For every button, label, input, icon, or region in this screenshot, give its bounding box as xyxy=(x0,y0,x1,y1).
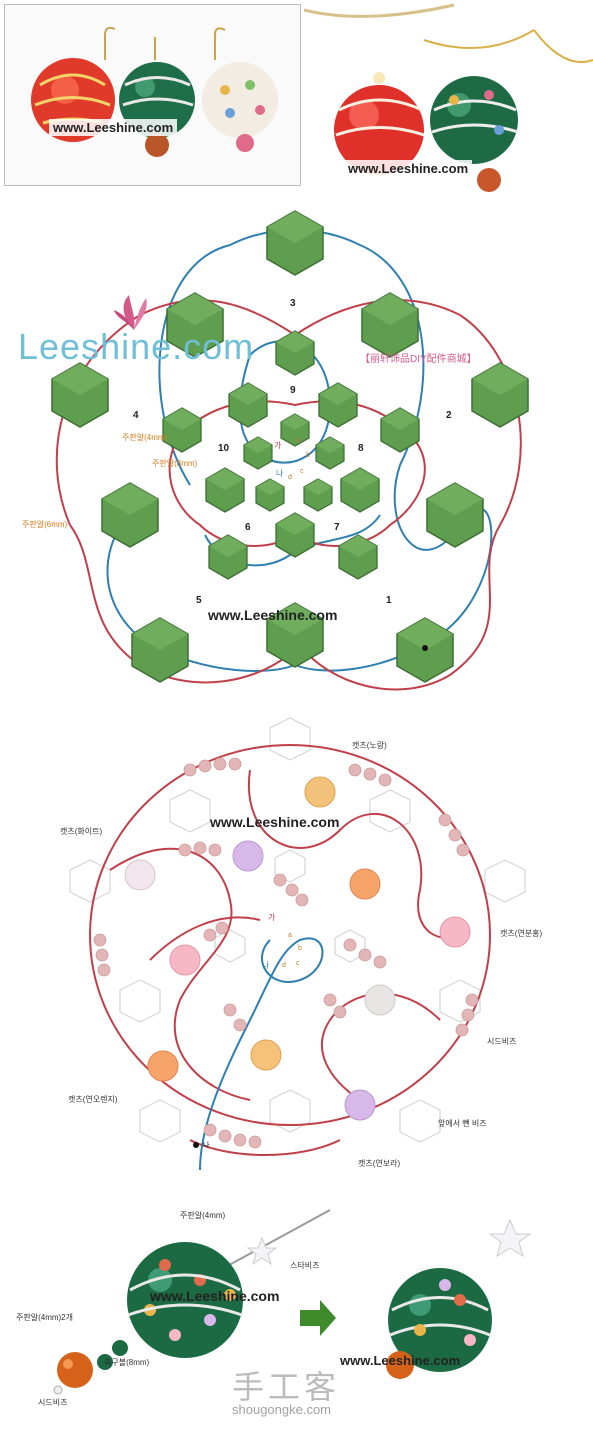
label-3mm-bicone: 주판알(3mm) xyxy=(152,459,198,468)
center-letter-d: d xyxy=(288,474,292,481)
catseye-orange xyxy=(349,868,381,900)
watermark-bottom-right: www.Leeshine.com xyxy=(340,1353,461,1368)
watermark-photo-left: www.Leeshine.com xyxy=(49,119,178,136)
center-letter-c-2: c xyxy=(296,960,300,967)
label-catseye-orange: 캣츠(연오렌지) xyxy=(68,1095,118,1104)
section-number-6: 6 xyxy=(245,522,251,533)
bead-outer xyxy=(131,617,189,683)
section-number-3: 3 xyxy=(290,298,296,309)
site-brand-cn: 手工客 xyxy=(232,1368,341,1406)
catseye-pink xyxy=(439,916,471,948)
watermark-diagram1: www.Leeshine.com xyxy=(208,607,338,623)
label-catseye-pink: 캣츠(연분홍) xyxy=(500,929,543,938)
bead-outer xyxy=(426,482,484,548)
earrings-photo-right xyxy=(304,3,593,192)
section-number-7: 7 xyxy=(334,522,340,533)
label-catseye-white: 캣츠(화이트) xyxy=(60,827,103,836)
start-ga-2: 가 xyxy=(268,913,276,922)
site-domain: shougongke.com xyxy=(232,1402,332,1417)
assembly-photos xyxy=(53,1209,532,1395)
brand-logo: Leeshine.com xyxy=(18,290,278,370)
bead-outer-top xyxy=(266,210,324,276)
section-number-2: 2 xyxy=(446,410,452,421)
label-star-bead: 스타비즈 xyxy=(290,1261,320,1270)
round-bead-pattern-diagram xyxy=(69,717,526,1171)
catseye-yellow xyxy=(250,1039,282,1071)
label-seed-bead: 시드비즈 xyxy=(487,1037,517,1046)
catseye-yellow xyxy=(304,776,336,808)
start-mark-2: 나 xyxy=(203,1142,210,1149)
section-number-9: 9 xyxy=(290,385,296,396)
section-number-5: 5 xyxy=(196,595,202,606)
seed-beads xyxy=(93,757,479,1149)
watermark-diagram2: www.Leeshine.com xyxy=(210,814,340,830)
label-8mm-ball: 축구볼(8mm) xyxy=(104,1358,150,1367)
center-letter-b: b xyxy=(306,452,310,459)
catseye-purple xyxy=(344,1089,376,1121)
catseye-white xyxy=(124,859,156,891)
photo-left-frame: www.Leeshine.com xyxy=(4,4,301,186)
catseye-orange xyxy=(147,1050,179,1082)
bead-outer xyxy=(101,482,159,548)
earrings-photo-left xyxy=(31,26,278,157)
section-number-1: 1 xyxy=(386,595,392,606)
label-6mm-bicone: 주판알(6mm) xyxy=(22,520,68,529)
blue-thread-2 xyxy=(199,937,324,1171)
label-seed-bead-bottom: 시드비즈 xyxy=(38,1398,68,1407)
watermark-bottom-left: www.Leeshine.com xyxy=(150,1288,280,1304)
center-letter-b-2: b xyxy=(298,945,302,952)
photo-right-frame: www.Leeshine.com xyxy=(304,0,593,200)
label-4mm-top: 주판알(4mm) xyxy=(180,1211,226,1220)
logo-text: Leeshine.com xyxy=(18,326,255,367)
section-number-8: 8 xyxy=(358,443,364,454)
start-na: 나 xyxy=(276,469,284,478)
section-number-4: 4 xyxy=(133,410,139,421)
label-catseye-purple: 캣츠(연보라) xyxy=(358,1159,401,1168)
watermark-photo-right: www.Leeshine.com xyxy=(344,160,473,177)
label-catseye-yellow: 캣츠(노랑) xyxy=(352,741,387,750)
center-letter-a-2: a xyxy=(288,932,292,939)
flower-icon xyxy=(114,295,147,330)
section-number-10: 10 xyxy=(218,443,230,454)
start-ga: 가 xyxy=(274,441,282,450)
center-letter-c: c xyxy=(300,468,304,475)
store-name: 【丽轩饰品DIY配件商城】 xyxy=(360,354,477,365)
red-thread xyxy=(55,299,522,691)
catseye-white xyxy=(364,984,396,1016)
center-letter-d-2: d xyxy=(282,962,286,969)
label-through-bead: 앞에서 뺀 비즈 xyxy=(438,1119,487,1128)
bead-outer xyxy=(51,362,109,428)
label-4mm-two: 주판알(4mm)2개 xyxy=(16,1313,73,1322)
label-4mm-bicone: 주판알(4mm) xyxy=(122,433,168,442)
center-letter-a: a xyxy=(296,437,300,444)
catseye-pink xyxy=(169,944,201,976)
catseye-purple xyxy=(232,840,264,872)
red-thread-2 xyxy=(89,744,491,1156)
start-na-2: 나 xyxy=(262,961,270,970)
bicone-pattern-diagram xyxy=(51,210,529,691)
